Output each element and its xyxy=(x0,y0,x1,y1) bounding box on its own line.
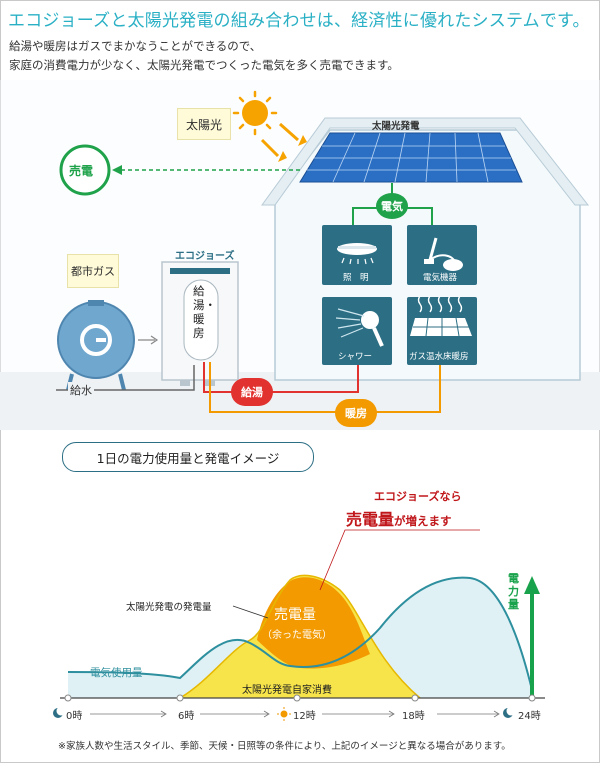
sold-area xyxy=(257,577,370,669)
water-label: 給水 xyxy=(68,382,94,398)
sun-icon xyxy=(232,90,307,162)
chart-title-text: 1日の電力使用量と発電イメージ xyxy=(96,450,280,466)
usage-area xyxy=(68,577,532,698)
shower-icon xyxy=(335,308,384,347)
solar-generation-line xyxy=(179,574,421,699)
solar-leader-line xyxy=(232,605,269,619)
water-pipe xyxy=(56,365,195,391)
subtext-line-1: 給湯や暖房はガスでまかなうことができるので、 xyxy=(9,39,262,53)
y-axis-label: 電力量 xyxy=(508,572,519,611)
moon-icon xyxy=(53,706,66,718)
ground xyxy=(0,372,600,430)
sold-label: 売電量 xyxy=(274,607,316,623)
callout-line-2: 売電量が増えます xyxy=(346,506,452,530)
tick-6: 6時 xyxy=(178,711,195,722)
sun-label: 太陽光 xyxy=(177,108,231,140)
tick-12: 12時 xyxy=(293,711,316,722)
heating-pipe xyxy=(209,362,441,413)
hot-water-badge: 給湯 xyxy=(231,378,273,406)
callout-rest-text: が増えます xyxy=(394,514,452,528)
sell-label: 売電 xyxy=(69,164,94,178)
usage-label: 電気使用量 xyxy=(90,667,143,679)
chart-title: 1日の電力使用量と発電イメージ xyxy=(62,442,314,472)
ceiling-light-icon xyxy=(337,243,377,265)
heating-badge: 暖房 xyxy=(335,399,377,427)
gas-label: 都市ガス xyxy=(67,254,119,288)
gas-tank-icon xyxy=(57,300,135,391)
moon-icon-right xyxy=(503,706,516,718)
sold-sub-label: （余った電気） xyxy=(262,630,332,641)
usage-line xyxy=(67,576,533,691)
time-arrows xyxy=(90,710,500,718)
solar-panel-label: 太陽光発電 xyxy=(372,121,420,132)
self-consumption-label: 太陽光発電自家消費 xyxy=(242,685,332,696)
hot-water-pipe xyxy=(203,362,359,393)
y-axis-arrow xyxy=(524,576,540,698)
appliance-label-floor-heating: ガス温水床暖房 xyxy=(409,352,469,362)
ecojozu-unit xyxy=(161,261,239,386)
callout-line-1: エコジョーズなら xyxy=(374,490,462,503)
x-ticks xyxy=(64,694,536,702)
floor-heating-icon xyxy=(410,295,472,337)
ecojozu-label: エコジョーズ xyxy=(175,251,235,262)
tick-0: 0時 xyxy=(66,711,83,722)
tick-24: 24時 xyxy=(518,711,541,722)
system-diagram xyxy=(0,90,600,430)
noon-sun-icon xyxy=(277,707,291,721)
callout-main-text: 売電量 xyxy=(346,510,395,529)
sell-arrow xyxy=(59,144,300,196)
headline: エコジョーズと太陽光発電の組み合わせは、経済性に優れたシステムです。 xyxy=(8,11,590,31)
tick-18: 18時 xyxy=(402,711,425,722)
callout-leader-line xyxy=(319,529,480,591)
appliance-label-lighting: 照 明 xyxy=(343,273,369,283)
subtext-line-2: 家庭の消費電力が少なく、太陽光発電でつくった電気を多く売電できます。 xyxy=(9,58,399,72)
vacuum-cleaner-icon xyxy=(424,237,463,271)
appliance-label-shower: シャワー xyxy=(338,352,373,362)
footnote: ※家族人数や生活スタイル、季節、天候・日照等の条件により、上記のイメージと異なる… xyxy=(58,741,511,752)
gas-arrow xyxy=(138,335,159,345)
solar-generation-label: 太陽光発電の発電量 xyxy=(126,602,212,613)
electricity-badge: 電気 xyxy=(376,193,408,219)
appliance-label-electronics: 電気機器 xyxy=(423,273,458,283)
solar-panel-icon xyxy=(299,132,523,183)
